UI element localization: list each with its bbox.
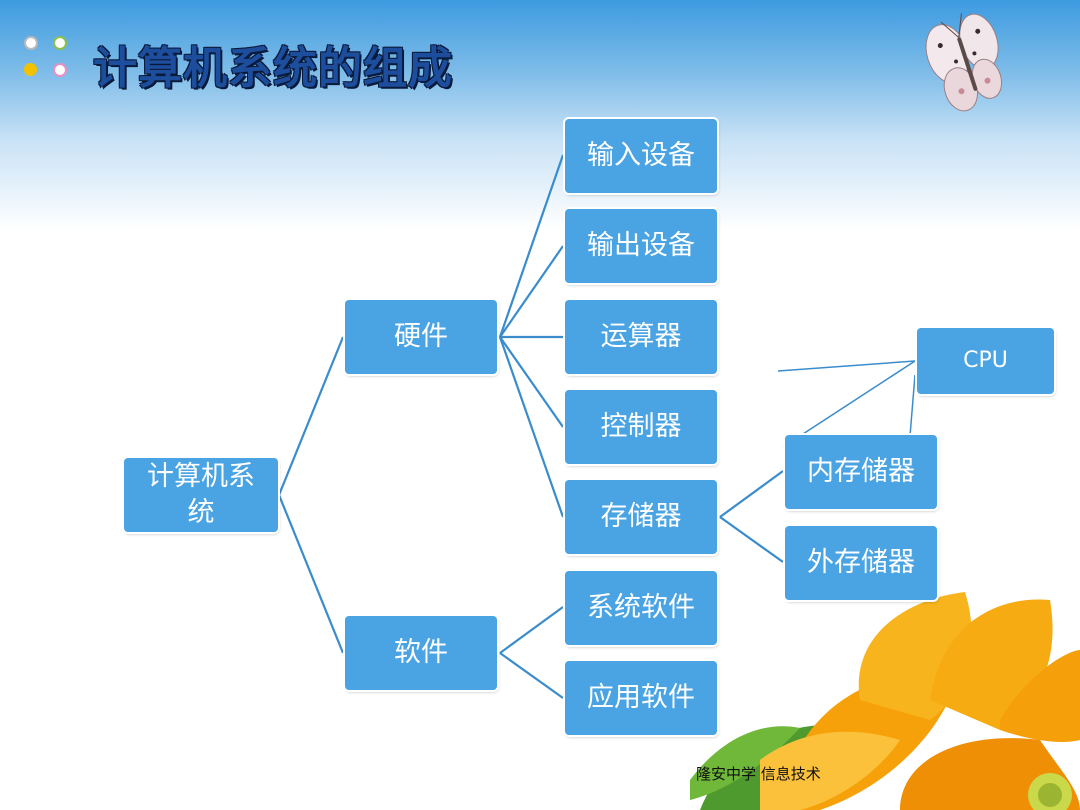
- node-storage: 存储器: [565, 480, 717, 554]
- node-alu: 运算器: [565, 300, 717, 374]
- connector-storage-external: [719, 516, 784, 563]
- connector-software-system: [499, 606, 564, 654]
- title-dot-yellow: [24, 63, 37, 76]
- node-cpu: CPU: [917, 328, 1054, 394]
- connector-root-hardware: [277, 336, 345, 496]
- butterfly-image: [925, 13, 1003, 112]
- node-external-storage: 外存储器: [785, 526, 937, 600]
- footer-text: 隆安中学 信息技术: [696, 765, 821, 783]
- connector-memory-cpu-1: [782, 360, 916, 448]
- connector-software-app: [499, 652, 564, 699]
- connector-hardware-input: [498, 154, 565, 338]
- connector-storage-memory: [719, 470, 784, 518]
- title-dot-gray: [24, 36, 38, 50]
- node-computer-system: 计算机系统: [124, 458, 278, 532]
- flower-image: [690, 592, 1080, 810]
- node-software: 软件: [345, 616, 497, 690]
- connector-hardware-output: [499, 245, 564, 338]
- node-application-software: 应用软件: [565, 661, 717, 735]
- title-dot-pink: [53, 63, 67, 77]
- connector-memory-cpu-2: [777, 360, 916, 372]
- connector-hardware-storage: [498, 336, 565, 518]
- connector-hardware-controller: [499, 336, 564, 428]
- node-hardware: 硬件: [345, 300, 497, 374]
- node-output-device: 输出设备: [565, 209, 717, 283]
- title-dot-green: [53, 36, 67, 50]
- node-controller: 控制器: [565, 390, 717, 464]
- node-internal-memory: 内存储器: [785, 435, 937, 509]
- node-system-software: 系统软件: [565, 571, 717, 645]
- node-input-device: 输入设备: [565, 119, 717, 193]
- page-title: 计算机系统的组成: [93, 43, 453, 94]
- connector-memory-cpu-3: [909, 374, 916, 437]
- connector-root-software: [277, 494, 345, 654]
